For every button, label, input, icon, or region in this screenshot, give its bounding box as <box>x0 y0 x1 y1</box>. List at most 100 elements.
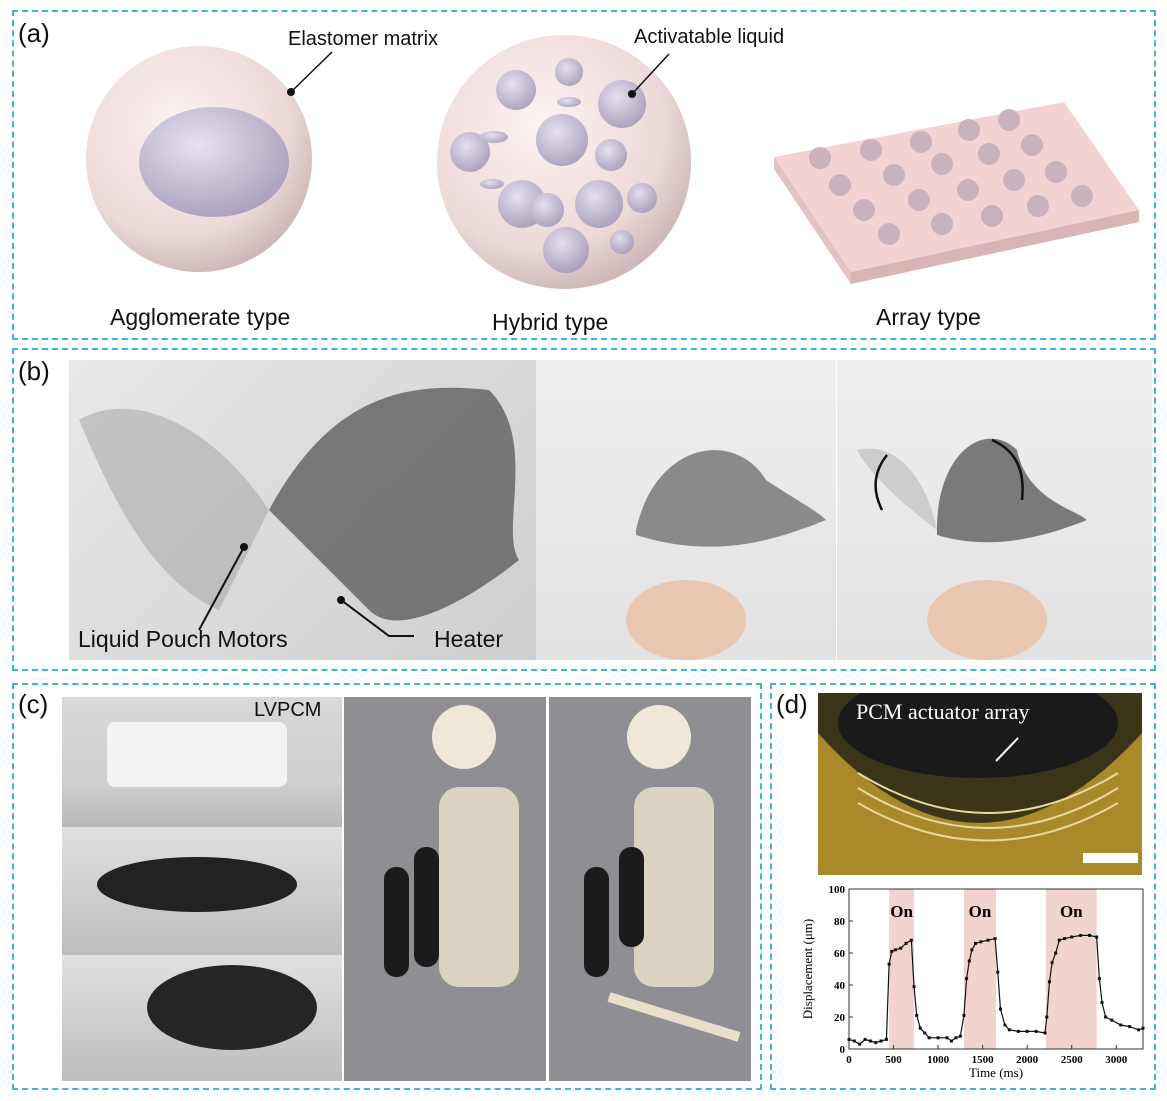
pcm-actuator-array-photo: PCM actuator array <box>818 693 1142 875</box>
data-point-42 <box>1050 961 1054 965</box>
data-point-28 <box>974 941 978 945</box>
data-point-19 <box>936 1036 940 1040</box>
data-point-15 <box>915 1013 919 1017</box>
panel-b: (b) Liquid Pouch Motors Heater <box>12 348 1156 671</box>
on-label-2: On <box>1060 902 1083 921</box>
data-point-35 <box>1007 1028 1011 1032</box>
agglomerate-core <box>139 107 289 217</box>
data-point-0 <box>847 1037 851 1041</box>
butterfly-flapping-photo <box>837 360 1152 660</box>
data-point-43 <box>1054 951 1058 955</box>
data-point-40 <box>1045 1015 1049 1019</box>
on-label-1: On <box>969 902 992 921</box>
x-tick-label-5: 2500 <box>1061 1054 1084 1066</box>
data-point-20 <box>945 1036 949 1040</box>
data-point-13 <box>909 938 913 942</box>
data-point-7 <box>884 1037 888 1041</box>
hybrid-droplets <box>450 58 657 273</box>
heater-label: Heater <box>434 626 504 652</box>
y-tick-label-2: 40 <box>834 980 846 992</box>
data-point-25 <box>965 977 969 981</box>
data-point-48 <box>1088 933 1092 937</box>
butterfly-rest-photo <box>536 360 836 660</box>
skeleton-arm-extended-photo <box>344 697 546 1081</box>
data-point-5 <box>874 1041 878 1045</box>
data-point-47 <box>1079 933 1083 937</box>
data-point-26 <box>967 959 971 963</box>
x-tick-label-3: 1500 <box>972 1054 995 1066</box>
data-point-32 <box>996 970 1000 974</box>
data-point-52 <box>1104 1015 1108 1019</box>
data-point-31 <box>993 937 997 941</box>
data-point-24 <box>962 1013 966 1017</box>
data-point-30 <box>986 938 990 942</box>
data-point-29 <box>979 940 983 944</box>
data-point-49 <box>1095 935 1099 939</box>
on-region-2 <box>1045 889 1097 1049</box>
liquid-pouch-motors-label: Liquid Pouch Motors <box>78 626 288 652</box>
butterfly-closeup-photo <box>69 360 537 660</box>
lvpcm-cylinder-photo <box>62 697 342 827</box>
data-point-12 <box>904 941 908 945</box>
data-point-56 <box>1137 1028 1141 1032</box>
data-point-33 <box>998 1007 1002 1011</box>
lvpcm-label: LVPCM <box>254 699 322 721</box>
x-tick-label-6: 3000 <box>1105 1054 1128 1066</box>
data-point-18 <box>927 1036 931 1040</box>
panel-a-label: (a) <box>18 18 50 48</box>
data-point-22 <box>954 1036 958 1040</box>
caption-hybrid: Hybrid type <box>492 309 609 335</box>
data-point-17 <box>923 1031 927 1035</box>
panel-b-label: (b) <box>18 356 50 386</box>
displacement-line <box>848 934 1144 1045</box>
data-point-55 <box>1128 1025 1132 1029</box>
panel-c: (c) LVPCM <box>12 683 762 1090</box>
data-point-38 <box>1034 1029 1038 1033</box>
x-tick-label-4: 2000 <box>1016 1054 1039 1066</box>
data-point-53 <box>1110 1018 1114 1022</box>
data-point-44 <box>1057 938 1061 942</box>
skeleton-arm-flexed-photo <box>549 697 751 1081</box>
y-tick-label-0: 0 <box>840 1044 846 1056</box>
data-point-8 <box>887 962 891 966</box>
data-point-39 <box>1043 1031 1047 1035</box>
x-tick-label-0: 0 <box>846 1054 852 1066</box>
y-axis-label: Displacement (μm) <box>800 919 815 1019</box>
data-point-11 <box>899 946 903 950</box>
on-region-0 <box>889 889 915 1049</box>
data-point-46 <box>1070 935 1074 939</box>
data-point-36 <box>1016 1029 1020 1033</box>
data-point-10 <box>893 948 897 952</box>
y-tick-label-4: 80 <box>834 916 846 928</box>
on-region-1 <box>963 889 996 1049</box>
data-point-37 <box>1025 1029 1029 1033</box>
y-tick-label-3: 60 <box>834 948 846 960</box>
data-point-14 <box>912 985 916 989</box>
caption-agglomerate: Agglomerate type <box>110 304 291 330</box>
on-label-0: On <box>890 902 913 921</box>
data-point-21 <box>949 1039 953 1043</box>
data-point-51 <box>1100 1001 1104 1005</box>
data-point-57 <box>1141 1026 1145 1030</box>
data-point-16 <box>918 1026 922 1030</box>
data-point-27 <box>970 948 974 952</box>
plot-frame <box>848 888 1144 1050</box>
x-tick-label-1: 500 <box>885 1054 902 1066</box>
data-point-23 <box>958 1034 962 1038</box>
data-point-1 <box>852 1039 856 1043</box>
data-point-3 <box>863 1037 867 1041</box>
panel-a: (a) Elastomer matrix A <box>12 10 1156 340</box>
data-point-34 <box>1003 1023 1007 1027</box>
array-plate <box>774 102 1139 284</box>
y-tick-label-5: 100 <box>829 884 846 896</box>
data-point-6 <box>879 1039 883 1043</box>
panel-c-label: (c) <box>18 689 49 719</box>
panel-a-illustrations <box>86 35 1139 289</box>
data-point-41 <box>1047 980 1051 984</box>
data-point-2 <box>858 1042 862 1046</box>
elastomer-matrix-label: Elastomer matrix <box>288 28 439 50</box>
data-point-50 <box>1097 977 1101 981</box>
data-point-4 <box>868 1039 872 1043</box>
